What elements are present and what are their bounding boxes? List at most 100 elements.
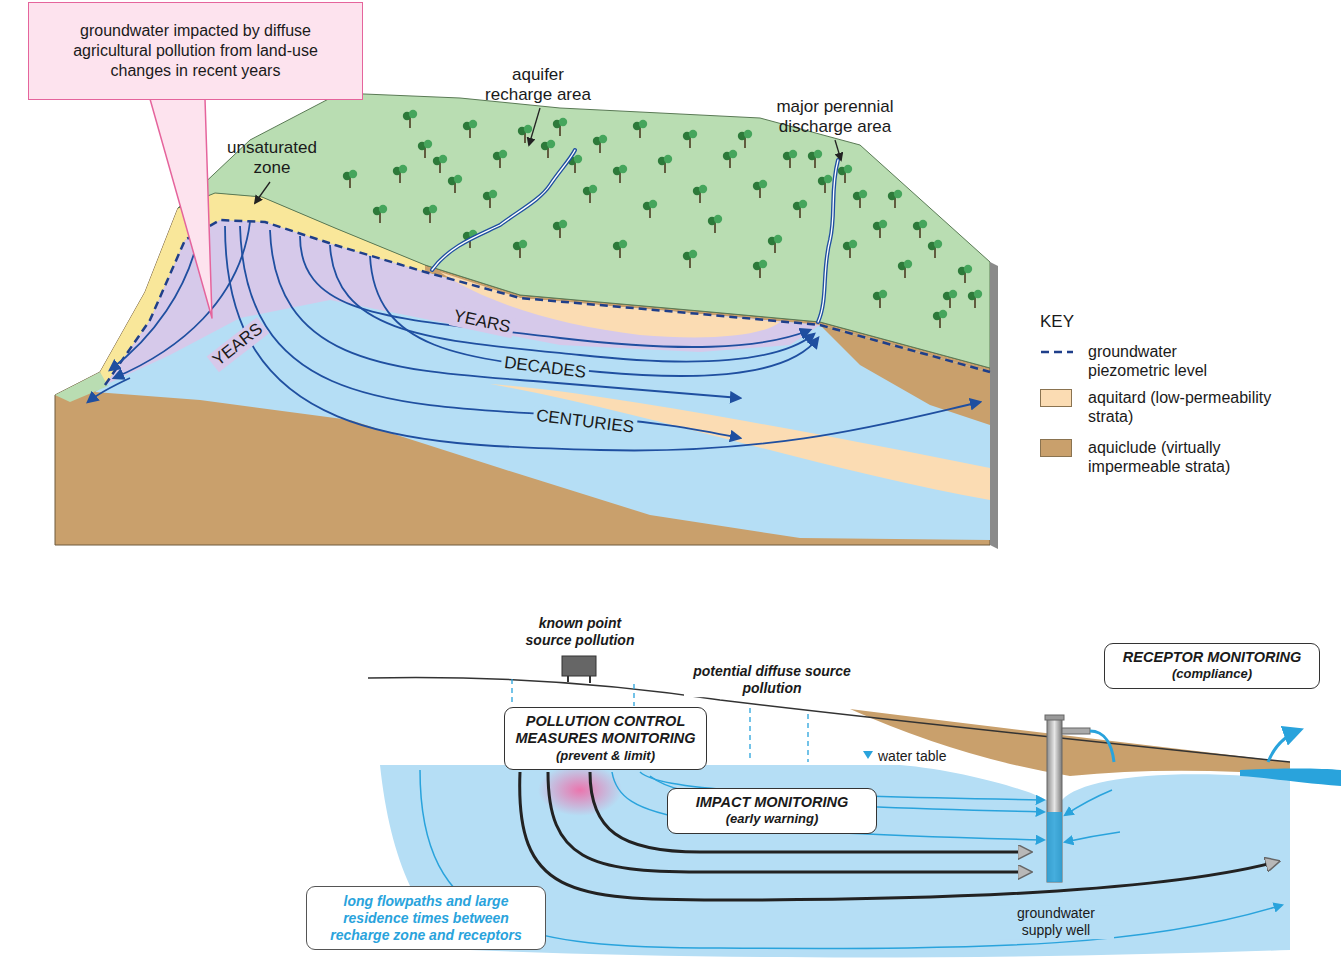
tree-canopy (814, 150, 822, 158)
tree-icon (843, 240, 857, 258)
tree-canopy (649, 200, 657, 208)
tree-trunk (519, 248, 521, 258)
tree-icon (643, 200, 657, 218)
ground-surface (178, 93, 990, 368)
tree-trunk (664, 163, 666, 173)
section-flow-lines (420, 770, 1282, 948)
tree-trunk (774, 243, 776, 253)
tree-icon (583, 185, 597, 203)
box-heading: POLLUTION CONTROL MEASURES MONITORING (513, 713, 698, 748)
tree-canopy (904, 260, 912, 268)
monitoring-box: POLLUTION CONTROL MEASURES MONITORING(pr… (504, 707, 707, 770)
tree-trunk (574, 163, 576, 173)
tree-canopy (619, 240, 627, 248)
tree-trunk (934, 248, 936, 258)
box-text: (compliance) (1113, 666, 1311, 682)
tree-icon (613, 165, 627, 183)
tree-trunk (849, 248, 851, 258)
tree-icon (753, 260, 767, 278)
tree-canopy (489, 190, 497, 198)
tree-canopy (894, 190, 902, 198)
tree-canopy (599, 135, 607, 143)
tree-canopy (559, 118, 567, 126)
legend-text: aquiclude (virtually impermeable strata) (1088, 438, 1266, 476)
tree-icon (928, 240, 942, 258)
source-label: potential diffuse source pollution (684, 663, 860, 697)
box-heading: RECEPTOR MONITORING (1113, 649, 1311, 666)
tree-icon (658, 155, 672, 173)
tree-trunk (789, 158, 791, 168)
tree-canopy (409, 110, 417, 118)
tree-canopy (714, 215, 722, 223)
tree-trunk (894, 198, 896, 208)
tree-trunk (559, 126, 561, 136)
tree-trunk (649, 208, 651, 218)
tree-icon (553, 118, 567, 136)
tree-trunk (879, 298, 881, 308)
tree-trunk (824, 183, 826, 193)
tree-icon (418, 140, 432, 158)
point-source (562, 656, 596, 683)
callout-box: groundwater impacted by diffuse agricult… (28, 2, 363, 100)
note-box: long flowpaths and large residence times… (306, 886, 546, 950)
tree-icon (933, 310, 947, 328)
tree-trunk (439, 163, 441, 173)
tree-icon (483, 190, 497, 208)
tree-icon (898, 260, 912, 278)
tree-canopy (639, 120, 647, 128)
tree-trunk (499, 158, 501, 168)
tree-canopy (689, 250, 697, 258)
source-label: known point source pollution (516, 615, 644, 649)
tree-icon (793, 200, 807, 218)
tree-trunk (547, 148, 549, 158)
tree-trunk (759, 268, 761, 278)
tree-icon (873, 220, 887, 238)
block-side (990, 262, 998, 549)
tree-trunk (729, 158, 731, 168)
tree-canopy (379, 205, 387, 213)
tree-icon (343, 170, 357, 188)
monitoring-box: RECEPTOR MONITORING(compliance) (1104, 643, 1320, 689)
tree-canopy (774, 235, 782, 243)
tree-icon (738, 130, 752, 148)
tree-trunk (589, 193, 591, 203)
tree-icon (423, 205, 437, 223)
tree-icon (541, 140, 555, 158)
area-label: aquifer recharge area (478, 65, 598, 106)
legend-text: aquitard (low-permeability strata) (1088, 388, 1283, 426)
tree-trunk (489, 198, 491, 208)
tree-trunk (814, 158, 816, 168)
surface-water (1240, 769, 1341, 787)
legend-title: KEY (1040, 312, 1074, 332)
tree-trunk (469, 128, 471, 138)
tree-canopy (619, 165, 627, 173)
supply-well (1045, 715, 1114, 882)
water-table-label: water table (878, 748, 946, 765)
tree-canopy (559, 220, 567, 228)
tree-icon (708, 215, 722, 233)
tree-trunk (424, 148, 426, 158)
legend-swatch (1040, 389, 1072, 407)
box-heading: IMPACT MONITORING (676, 794, 868, 811)
tree-icon (853, 190, 867, 208)
stream (432, 150, 838, 322)
tree-icon (433, 155, 447, 173)
tree-icon (683, 130, 697, 148)
tree-trunk (714, 223, 716, 233)
tree-icon (403, 110, 417, 128)
tree-icon (783, 150, 797, 168)
tree-icon (723, 150, 737, 168)
tree-icon (633, 120, 647, 138)
tree-canopy (844, 165, 852, 173)
aquitard-band (490, 384, 990, 500)
tree-trunk (524, 133, 526, 143)
tree-icon (393, 165, 407, 183)
tree-canopy (524, 125, 532, 133)
tree-icon (808, 150, 822, 168)
tree-icon (693, 185, 707, 203)
tree-canopy (879, 290, 887, 298)
box-text: (early warning) (676, 811, 868, 827)
tree-icon (818, 175, 832, 193)
tree-canopy (759, 260, 767, 268)
